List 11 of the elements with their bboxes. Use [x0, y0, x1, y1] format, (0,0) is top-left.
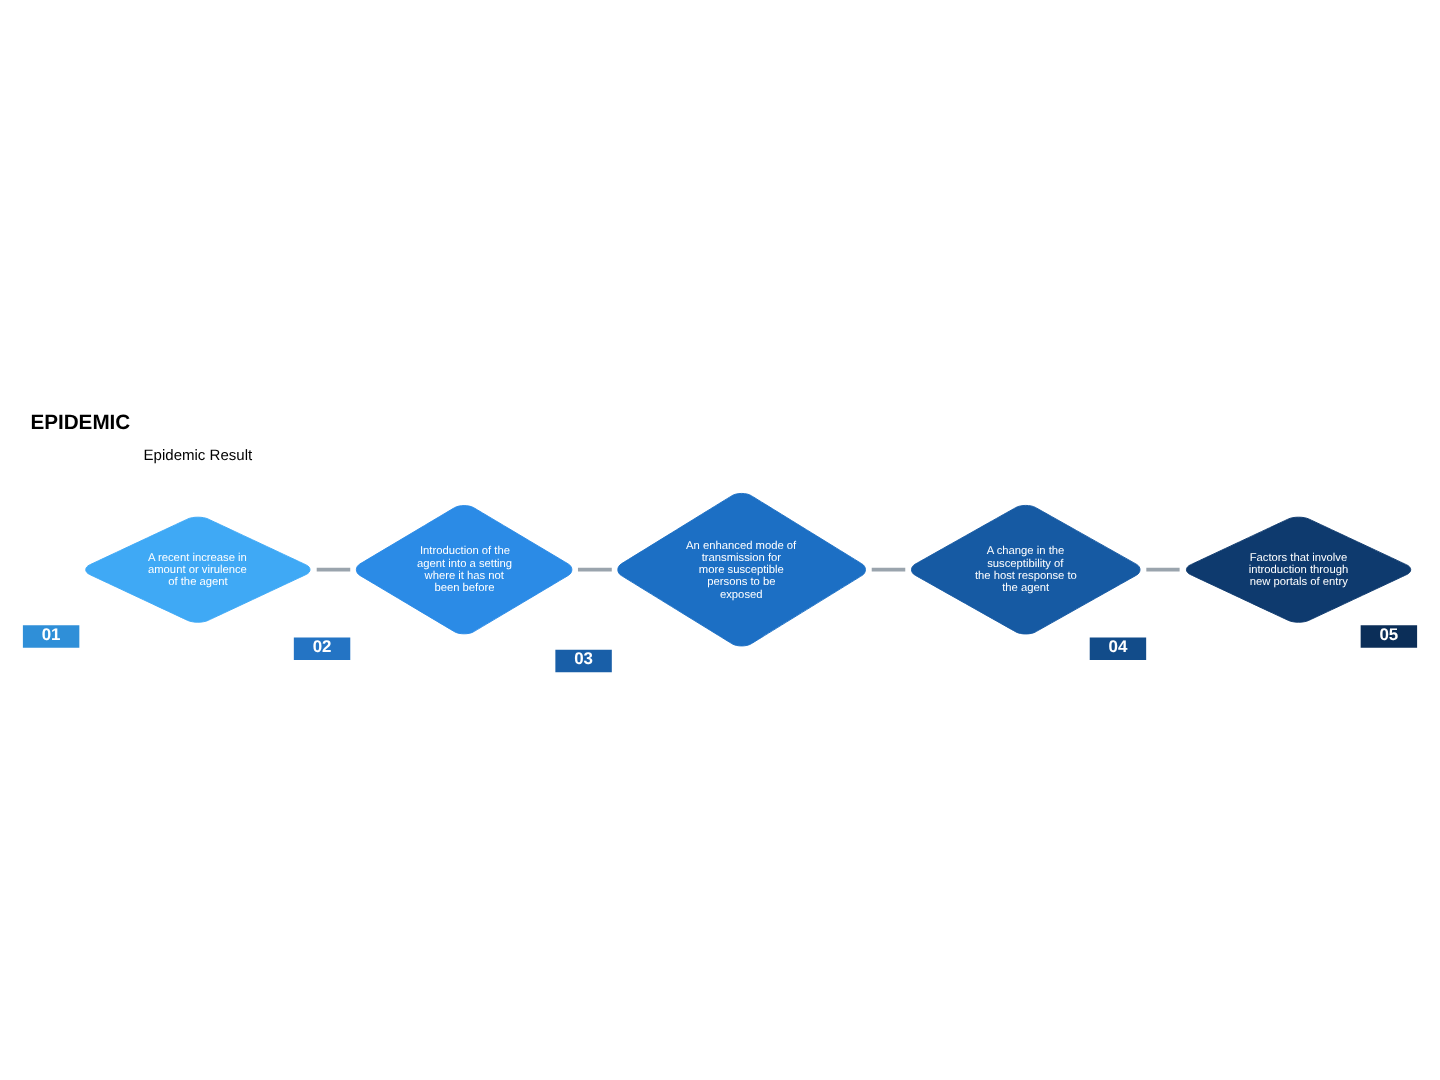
diagram-title: EPIDEMIC — [30, 412, 131, 435]
node-label: 05 — [1379, 622, 1399, 643]
connector — [316, 566, 351, 571]
node-label: 04 — [1108, 634, 1128, 655]
node-label: 01 — [41, 622, 61, 643]
node-label: 02 — [312, 634, 332, 655]
connector — [1146, 566, 1180, 571]
connector — [871, 566, 906, 571]
connector — [577, 566, 612, 571]
label: Epidemic Result — [143, 445, 253, 464]
node-label: 03 — [574, 647, 593, 668]
